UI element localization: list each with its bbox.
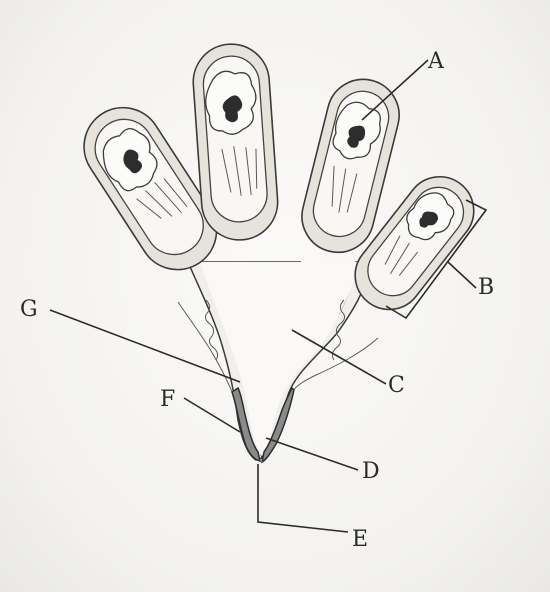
label-e: E: [352, 527, 368, 552]
label-f: F: [160, 387, 175, 412]
label-c: C: [388, 373, 405, 398]
label-d: D: [362, 459, 380, 484]
label-g: G: [20, 297, 38, 322]
label-b-leader: [448, 262, 476, 288]
label-d-leader: [266, 438, 358, 470]
label-a: A: [427, 49, 445, 74]
label-b: B: [478, 275, 494, 300]
label-f-leader: [184, 398, 240, 432]
lobe-2: [191, 42, 280, 243]
label-e-leader: [258, 464, 348, 532]
